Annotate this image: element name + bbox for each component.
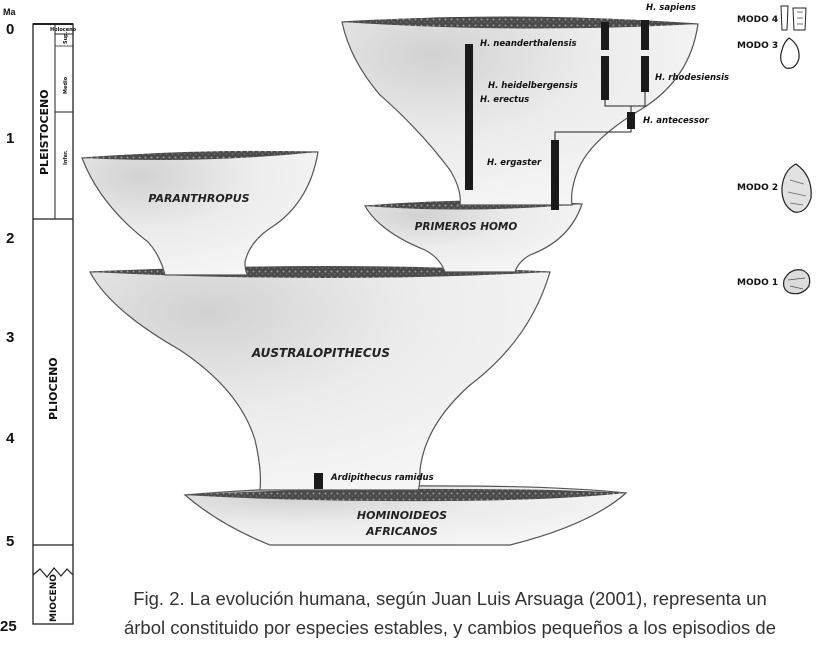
label-hominoideos: HOMINOIDEOS — [357, 509, 447, 522]
tick-25: 25 — [0, 618, 17, 635]
label-modo3: MODO 3 — [737, 41, 778, 51]
label-modo2: MODO 2 — [737, 183, 778, 193]
tick-1: 1 — [6, 130, 14, 147]
label-paranthropus: PARANTHROPUS — [148, 192, 249, 205]
axis-unit-label: Ma — [3, 7, 16, 17]
label-ergaster: H. ergaster — [487, 158, 542, 168]
ergaster-bar — [551, 140, 559, 210]
sub-superior: Sup. — [63, 31, 69, 44]
paranthropus-bowl: PARANTHROPUS — [82, 151, 318, 275]
figure-caption: Fig. 2. La evolución humana, según Juan … — [90, 584, 810, 642]
epoch-pleistoceno: PLEISTOCENO — [38, 89, 51, 175]
label-africanos: AFRICANOS — [365, 525, 438, 538]
label-modo4: MODO 4 — [737, 15, 778, 25]
tick-2: 2 — [6, 230, 14, 247]
erectus-bar — [465, 44, 473, 190]
label-rhodesiensis: H. rhodesiensis — [655, 73, 729, 83]
label-modo1: MODO 1 — [737, 278, 778, 288]
modo2-handaxe-icon — [782, 164, 811, 212]
modo1-chopper-icon — [784, 270, 810, 294]
label-erectus: H. erectus — [480, 95, 529, 105]
label-australopithecus: AUSTRALOPITHECUS — [251, 346, 390, 360]
label-heidelbergensis: H. heidelbergensis — [488, 81, 578, 91]
tick-3: 3 — [6, 329, 14, 346]
time-axis: Ma 0 1 2 3 4 5 25 PLEISTOCENO PLIOCENO M… — [0, 7, 77, 635]
tick-4: 4 — [6, 430, 15, 447]
sapiens-bar — [641, 20, 649, 50]
label-ardipithecus: Ardipithecus ramidus — [330, 473, 434, 483]
heidelbergensis-bar — [601, 56, 609, 100]
ardipithecus-bar — [314, 473, 323, 489]
label-primeros-homo: PRIMEROS HOMO — [415, 221, 518, 233]
australopithecus-bowl: AUSTRALOPITHECUS Ardipithecus ramidus — [90, 266, 550, 490]
label-sapiens: H. sapiens — [646, 3, 696, 13]
rhodesiensis-bar — [641, 56, 649, 92]
modo4-blade-icon — [781, 6, 806, 30]
tick-5: 5 — [6, 533, 14, 550]
caption-line-1: Fig. 2. La evolución humana, según Juan … — [90, 584, 810, 613]
primeros-homo-bowl: PRIMEROS HOMO — [365, 200, 582, 272]
caption-line-2: árbol constituido por especies estables,… — [90, 613, 810, 642]
sub-medio: Medio — [63, 76, 69, 94]
hominoideos-bowl: HOMINOIDEOS AFRICANOS — [185, 486, 626, 545]
epoch-mioceno: MIOCENO — [49, 574, 59, 622]
epoch-plioceno: PLIOCENO — [47, 357, 60, 420]
tool-modes: MODO 4 MODO 3 MODO 2 MODO 1 — [737, 6, 811, 294]
antecessor-bar — [627, 112, 635, 129]
neanderthalensis-bar — [601, 22, 609, 50]
label-antecessor: H. antecessor — [643, 116, 710, 126]
modo3-flake-icon — [781, 38, 799, 68]
label-neanderthalensis: H. neanderthalensis — [480, 39, 577, 49]
sub-inferior: Infer. — [63, 150, 69, 165]
tick-0: 0 — [6, 21, 14, 38]
